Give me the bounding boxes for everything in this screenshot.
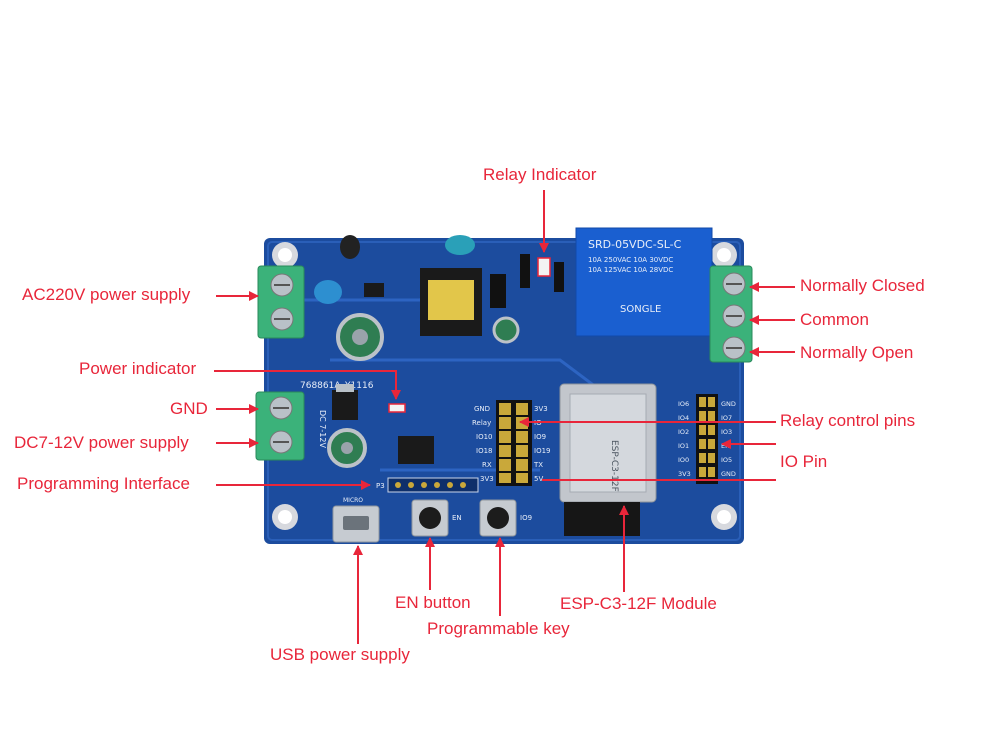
label-relay-indicator: Relay Indicator — [483, 165, 597, 184]
label-io-pin: IO Pin — [780, 452, 828, 471]
en-silkscreen: EN — [452, 514, 462, 522]
io-header-label: IO6 — [678, 400, 689, 408]
header-label: IO18 — [476, 447, 492, 455]
diode — [490, 274, 506, 308]
mounting-hole — [272, 504, 298, 530]
label-normally-closed: Normally Closed — [800, 276, 925, 295]
header-label: 3V3 — [534, 405, 548, 413]
header-label: IO19 — [534, 447, 550, 455]
header-label: TX — [533, 461, 543, 469]
power-led — [388, 403, 406, 413]
bridge-rectifier — [364, 283, 384, 297]
io-header-label: IO7 — [721, 414, 732, 422]
relay-terminal-block — [709, 265, 753, 363]
mounting-hole — [272, 242, 298, 268]
io-header-label: IO4 — [678, 414, 689, 422]
transformer — [420, 268, 482, 336]
io-header-label: 3V3 — [678, 470, 691, 478]
programming-header: P3 — [376, 477, 479, 493]
label-programmable-key: Programmable key — [427, 619, 570, 638]
electrolytic-capacitor — [492, 316, 520, 344]
esp-c3-module: ESP-C3-12F — [559, 383, 657, 536]
io9-silkscreen: IO9 — [520, 514, 532, 522]
relay-model-text: SRD-05VDC-SL-C — [588, 238, 682, 251]
header-label: RX — [482, 461, 492, 469]
io-header-label: IO3 — [721, 428, 732, 436]
ldo-chip — [398, 436, 434, 464]
header-label: GND — [474, 405, 490, 413]
annotation-arrows — [214, 190, 795, 644]
electrolytic-capacitor — [336, 313, 384, 361]
label-power-indicator: Power indicator — [79, 359, 197, 378]
ac-terminal-block — [257, 265, 305, 339]
varistor — [340, 235, 360, 259]
io-header-label: GND — [721, 400, 736, 408]
x-capacitor — [445, 235, 475, 255]
transistor — [520, 254, 530, 288]
label-dc-supply: DC7-12V power supply — [14, 433, 189, 452]
relay-rating-text: 10A 125VAC 10A 28VDC — [588, 266, 673, 274]
flyback-diode — [554, 262, 564, 292]
io-header-label: GND — [721, 470, 736, 478]
relay-led — [537, 257, 551, 277]
header-label: IO9 — [534, 433, 546, 441]
programming-silkscreen: P3 — [376, 482, 385, 490]
io9-button: IO9 — [479, 499, 532, 537]
label-gnd: GND — [170, 399, 208, 418]
micro-usb-connector: MICRO — [332, 497, 380, 543]
label-en-button: EN button — [395, 593, 471, 612]
header-label: 5V — [534, 475, 543, 483]
label-esp-module: ESP-C3-12F Module — [560, 594, 717, 613]
io-header — [696, 394, 718, 484]
usb-silkscreen: MICRO — [343, 497, 363, 504]
label-programming-interface: Programming Interface — [17, 474, 190, 493]
label-relay-control-pins: Relay control pins — [780, 411, 916, 430]
arrow-power-indicator — [214, 370, 401, 400]
electrolytic-capacitor — [327, 428, 367, 468]
relay: SRD-05VDC-SL-C 10A 250VAC 10A 30VDC 10A … — [575, 227, 713, 337]
label-common: Common — [800, 310, 869, 329]
io-header-label: IO0 — [678, 456, 689, 464]
mounting-hole — [711, 242, 737, 268]
label-usb-power-supply: USB power supply — [270, 645, 410, 664]
relay-control-header — [496, 400, 532, 486]
io-header-label: IO2 — [678, 428, 689, 436]
io-header-label: IO5 — [721, 456, 732, 464]
module-name-text: ESP-C3-12F — [609, 440, 619, 492]
relay-brand-text: SONGLE — [620, 304, 661, 315]
dc-terminal-block — [255, 391, 305, 461]
header-label: Relay — [472, 419, 491, 427]
relay-rating-text: 10A 250VAC 10A 30VDC — [588, 256, 673, 264]
voltage-regulator — [332, 384, 358, 420]
en-button: EN — [411, 499, 462, 537]
io-header-label: IO1 — [678, 442, 689, 450]
label-normally-open: Normally Open — [800, 343, 914, 362]
label-ac220v: AC220V power supply — [22, 285, 191, 304]
mounting-hole — [711, 504, 737, 530]
header-label: 3V3 — [480, 475, 494, 483]
dc-silkscreen: DC 7-12V — [318, 410, 327, 448]
y-capacitor — [314, 280, 342, 304]
header-label: IO10 — [476, 433, 492, 441]
